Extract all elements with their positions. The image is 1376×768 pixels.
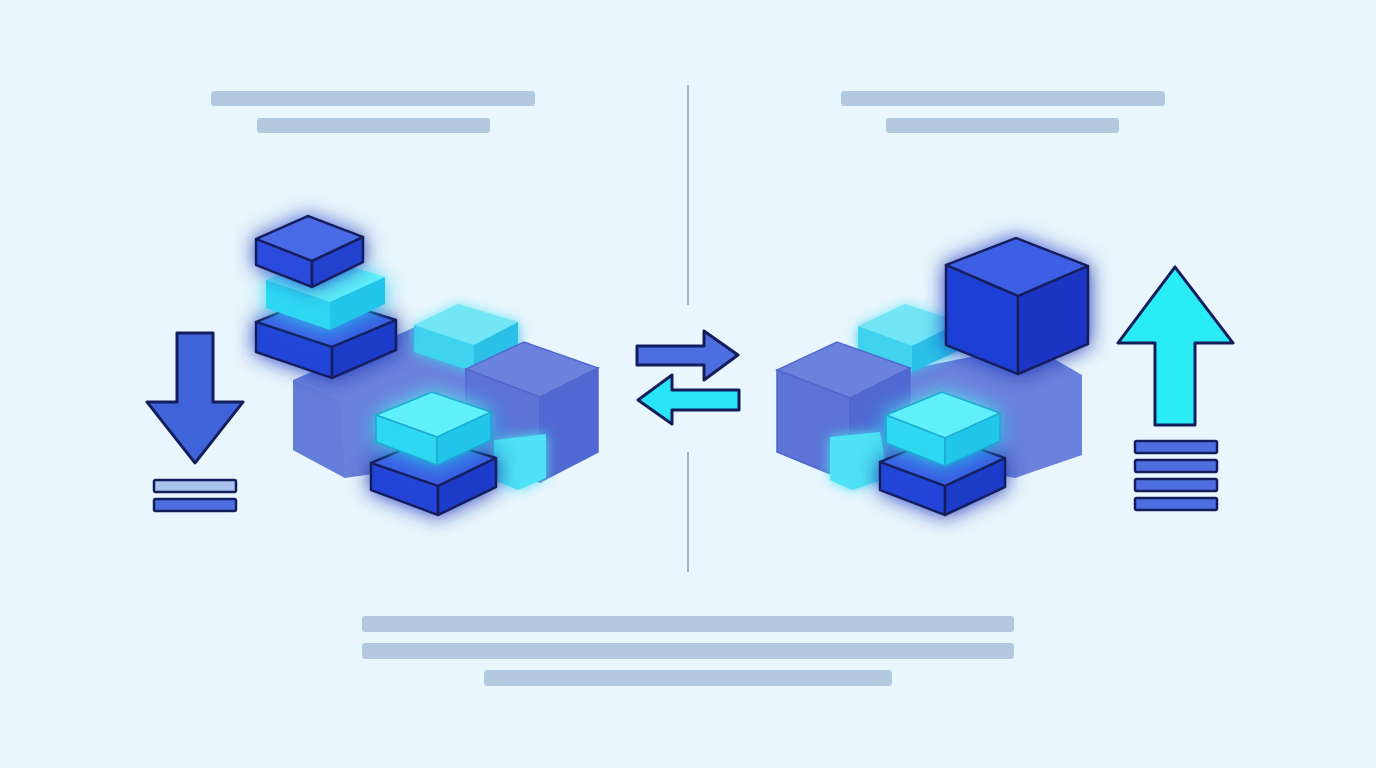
large-indigo-cube: [944, 236, 1090, 376]
right-stack-bars-icon: [1133, 439, 1219, 512]
right-heading-placeholder: [841, 91, 1165, 133]
swap-arrows-icon: [635, 329, 741, 426]
arrow-down-icon: [145, 331, 245, 465]
placeholder-line: [362, 616, 1014, 632]
right-cube-cluster: [775, 236, 1090, 517]
front-slab-top: [883, 391, 1002, 468]
front-slab-top: [373, 391, 494, 467]
cyan-slab: [494, 434, 546, 490]
placeholder-line: [886, 118, 1119, 133]
placeholder-line: [211, 91, 535, 106]
muted-cube: [775, 341, 912, 484]
placeholder-line: [362, 643, 1014, 659]
footer-placeholder: [362, 616, 1014, 686]
left-cube-cluster: [254, 214, 600, 517]
placeholder-line: [257, 118, 490, 133]
arrow-up-icon: [1116, 265, 1235, 427]
placeholder-line: [841, 91, 1165, 106]
stacked-slab-top: [254, 214, 365, 289]
placeholder-line: [484, 670, 892, 686]
cyan-slab: [830, 432, 888, 490]
left-stack-bars-icon: [152, 478, 238, 513]
left-heading-placeholder: [211, 91, 535, 133]
